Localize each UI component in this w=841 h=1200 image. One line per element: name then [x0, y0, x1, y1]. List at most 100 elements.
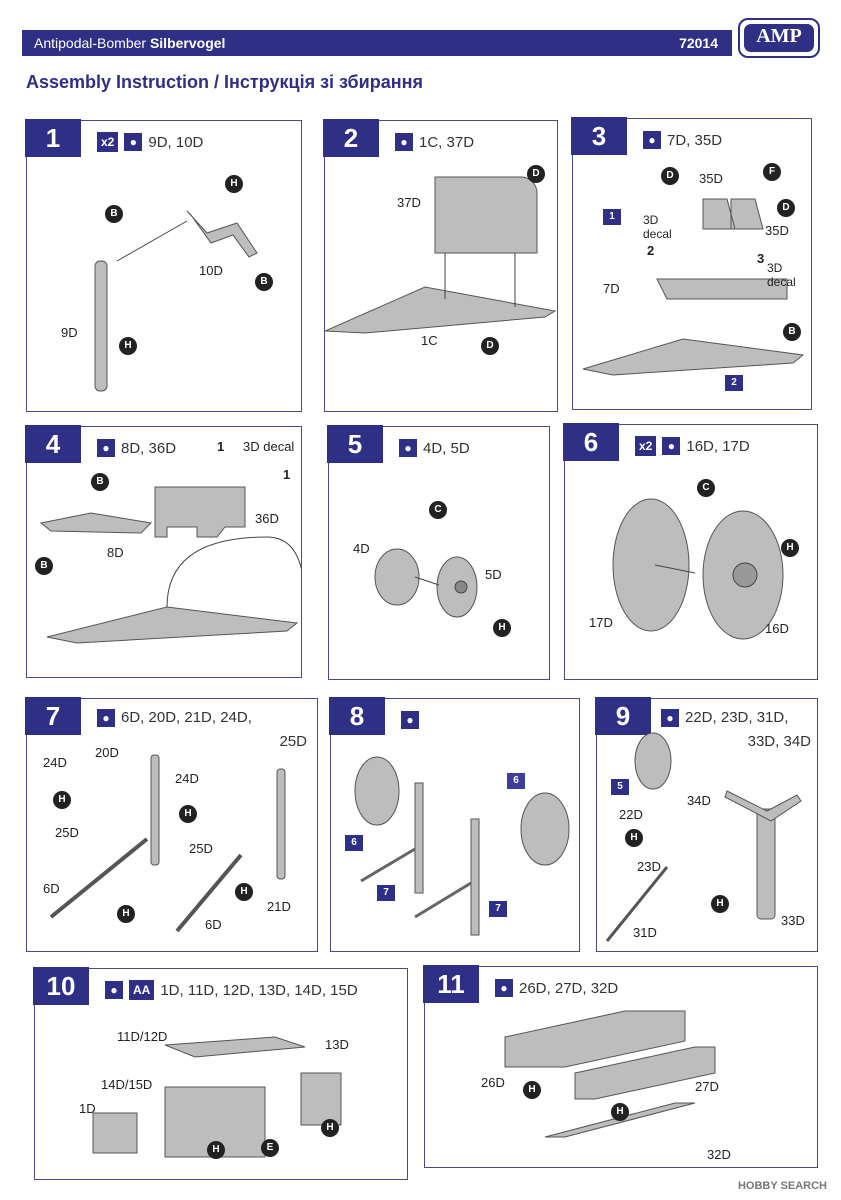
part-label: 1C — [421, 333, 438, 348]
ref-step: 1 — [603, 209, 621, 225]
callout-H: H — [625, 829, 643, 847]
step-parts: 9D, 10D — [148, 133, 204, 151]
callout-H: H — [523, 1081, 541, 1099]
part-label: 13D — [325, 1037, 349, 1052]
part-label: 22D — [619, 807, 643, 822]
decal-label: 3D decal — [243, 439, 295, 454]
callout-H: H — [235, 883, 253, 901]
step-number: 8 — [329, 697, 385, 735]
part-label: 20D — [95, 745, 119, 760]
part-label: 14D/15D — [101, 1077, 153, 1092]
step-parts: 4D, 5D — [423, 439, 470, 457]
step-number: 6 — [563, 423, 619, 461]
part-label: 37D — [397, 195, 421, 210]
step-8-panel: 8 ● 6 6 7 7 — [329, 697, 580, 952]
part-label: 32D — [707, 1147, 731, 1162]
callout-D: D — [777, 199, 795, 217]
callout-D: D — [661, 167, 679, 185]
step-number: 11 — [423, 965, 479, 1003]
step-4-drawing — [39, 486, 301, 644]
paint-drop-icon: ● — [661, 709, 679, 727]
step-number: 7 — [25, 697, 81, 735]
step-5-panel: 5 ●4D, 5D C 4D 5D H — [327, 425, 550, 680]
paint-drop-icon: ● — [395, 133, 413, 151]
part-label: 33D — [781, 913, 805, 928]
step-3-panel: 3 ●7D, 35D D 35D F D 35D 3D decal 1 2 3 … — [571, 117, 812, 410]
step-parts-cont: 25D — [279, 733, 307, 750]
step-parts: 1D, 11D, 12D, 13D, 14D, 15D — [160, 981, 358, 999]
glue-icon: AA — [129, 980, 155, 1000]
part-label: 35D — [699, 171, 723, 186]
part-label: 31D — [633, 925, 657, 940]
part-label: 6D — [205, 917, 222, 932]
callout-H: H — [711, 895, 729, 913]
step-2-panel: 2 ●1C, 37D 37D D 1C D — [323, 119, 558, 412]
decal-number: 2 — [647, 243, 655, 258]
step-9-panel: 9 ●22D, 23D, 31D,33D, 34D 5 34D 22D H 23… — [595, 697, 818, 952]
step-3-drawing — [582, 198, 805, 376]
step-parts: 16D, 17D — [686, 437, 750, 455]
decal-number: 3 — [757, 251, 765, 266]
paint-drop-icon: ● — [105, 981, 123, 999]
step-7-panel: 7 ●6D, 20D, 21D, 24D,25D 24D 20D H 25D 2… — [25, 697, 318, 952]
step-10-drawing — [92, 1036, 342, 1158]
step-number: 1 — [25, 119, 81, 157]
step-2-drawing — [325, 176, 557, 334]
part-label: 11D/12D — [117, 1029, 168, 1044]
part-label: 34D — [687, 793, 711, 808]
product-title: Antipodal-Bomber Silbervogel — [34, 35, 226, 51]
callout-B: B — [91, 473, 109, 491]
part-label: 35D — [765, 223, 789, 238]
callout-H: H — [207, 1141, 225, 1159]
paint-drop-icon: ● — [401, 711, 419, 729]
ref-step: 6 — [507, 773, 525, 789]
callout-H: H — [781, 539, 799, 557]
part-label: 25D — [189, 841, 213, 856]
paint-drop-icon: ● — [97, 439, 115, 457]
part-label: 23D — [637, 859, 661, 874]
multiplier-badge: x2 — [97, 132, 119, 152]
ref-step: 5 — [611, 779, 629, 795]
watermark: HOBBY SEARCH — [737, 1180, 827, 1192]
callout-H: H — [117, 905, 135, 923]
callout-H: H — [493, 619, 511, 637]
callout-B: B — [783, 323, 801, 341]
decal-label: 3D decal — [767, 261, 796, 289]
callout-D: D — [481, 337, 499, 355]
callout-B: B — [105, 205, 123, 223]
step-5-drawing — [374, 548, 478, 618]
step-1-panel: 1 x2●9D, 10D B H 10D B 9D H — [25, 119, 302, 412]
page-title: Assembly Instruction / Інструкція зі зби… — [26, 72, 423, 92]
paint-drop-icon: ● — [399, 439, 417, 457]
step-number: 2 — [323, 119, 379, 157]
paint-drop-icon: ● — [124, 133, 143, 151]
decal-label: 3D decal — [643, 213, 672, 241]
part-label: 9D — [61, 325, 78, 340]
part-label: 17D — [589, 615, 613, 630]
step-4-panel: 4 ●8D, 36D 1 3D decal B 1 36D 8D B — [25, 425, 302, 678]
part-label: 21D — [267, 899, 291, 914]
ref-step: 2 — [725, 375, 743, 391]
ref-step: 7 — [377, 885, 395, 901]
header-bar: Antipodal-Bomber Silbervogel 72014 — [22, 30, 732, 56]
step-1-drawing — [94, 210, 258, 392]
part-label: 36D — [255, 511, 279, 526]
step-parts: 8D, 36D — [121, 439, 177, 457]
step-6-drawing — [612, 498, 784, 640]
step-7-drawing — [49, 754, 286, 933]
paint-drop-icon: ● — [495, 979, 513, 997]
amp-logo: AMP — [738, 18, 820, 58]
step-number: 9 — [595, 697, 651, 735]
callout-B: B — [255, 273, 273, 291]
step-number: 3 — [571, 117, 627, 155]
step-parts: 6D, 20D, 21D, 24D, — [121, 709, 252, 726]
part-label: 26D — [481, 1075, 505, 1090]
callout-H: H — [119, 337, 137, 355]
step-11-drawing — [504, 1010, 716, 1138]
part-label: 27D — [695, 1079, 719, 1094]
step-parts: 7D, 35D — [667, 131, 723, 149]
paint-drop-icon: ● — [662, 437, 681, 455]
part-label: 24D — [43, 755, 67, 770]
part-label: 6D — [43, 881, 60, 896]
